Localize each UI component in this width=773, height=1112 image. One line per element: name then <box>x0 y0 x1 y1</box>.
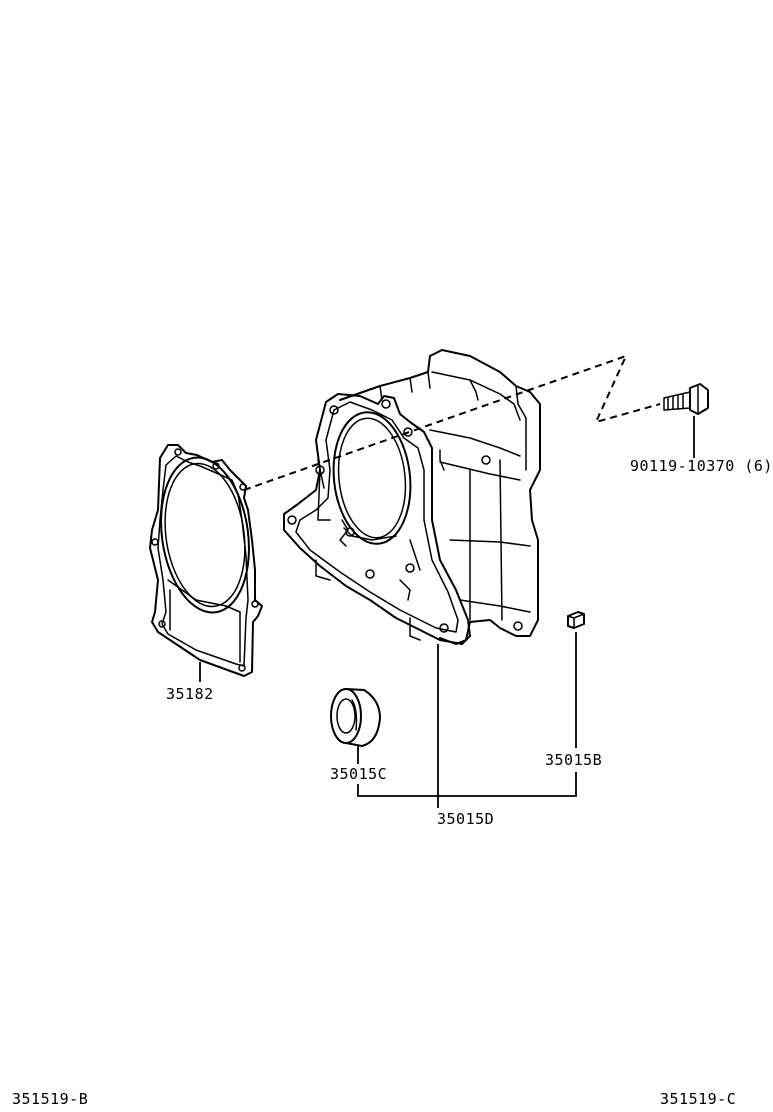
gasket-part-number: 35182 <box>166 685 214 703</box>
bolt-90119-10370-drawing <box>663 383 709 415</box>
assembly-dashed-line <box>243 354 661 491</box>
pin-35015B-drawing <box>567 611 585 629</box>
housing-35015D-drawing <box>283 349 541 645</box>
oil-seal-part-number: 35015C <box>330 765 388 783</box>
leader-lines <box>199 416 695 808</box>
footer-left-code: 351519-B <box>12 1090 89 1108</box>
footer-right-code: 351519-C <box>660 1090 737 1108</box>
pin-part-number: 35015B <box>545 751 603 769</box>
housing-part-number: 35015D <box>437 810 495 828</box>
bolt-part-number: 90119-10370 (6) <box>630 457 773 475</box>
oil-seal-35015C-drawing <box>330 688 381 747</box>
gasket-35182-drawing <box>149 444 263 677</box>
